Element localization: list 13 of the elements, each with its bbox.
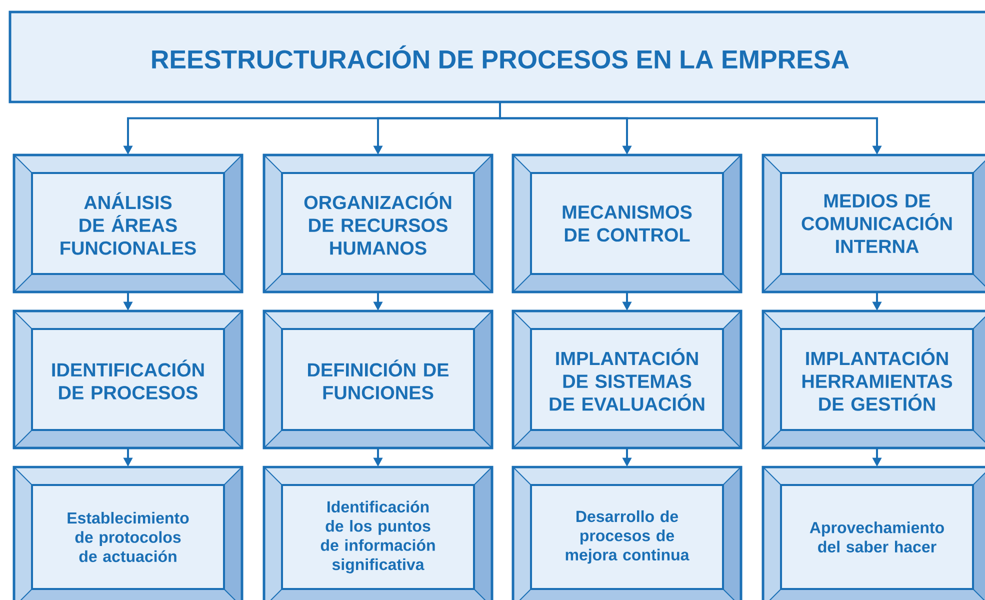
bevel-box: Identificación de los puntos de información significativa [262, 466, 494, 600]
title-box: REESTRUCTURACIÓN DE PROCESOS EN LA EMPRESA [8, 10, 985, 104]
bevel-box: IMPLANTACIÓN HERRAMIENTAS DE GESTIÓN [762, 310, 985, 450]
bevel-box: Aprovechamiento del saber hacer [762, 466, 985, 600]
bevel-box: IDENTIFICACIÓN DE PROCESOS [12, 310, 244, 450]
bevel-box: IMPLANTACIÓN DE SISTEMAS DE EVALUACIÓN [512, 310, 742, 450]
bevel-box: MECANISMOS DE CONTROL [512, 154, 742, 294]
bevel-box: ANÁLISIS DE ÁREAS FUNCIONALES [12, 154, 244, 294]
bevel-box: MEDIOS DE COMUNICACIÓN INTERNA [762, 154, 985, 294]
bevel-box: ORGANIZACIÓN DE RECURSOS HUMANOS [262, 154, 494, 294]
bevel-box: DEFINICIÓN DE FUNCIONES [262, 310, 494, 450]
bevel-box: Desarrollo de procesos de mejora continua [512, 466, 742, 600]
bevel-box: Establecimiento de protocolos de actuación [12, 466, 244, 600]
